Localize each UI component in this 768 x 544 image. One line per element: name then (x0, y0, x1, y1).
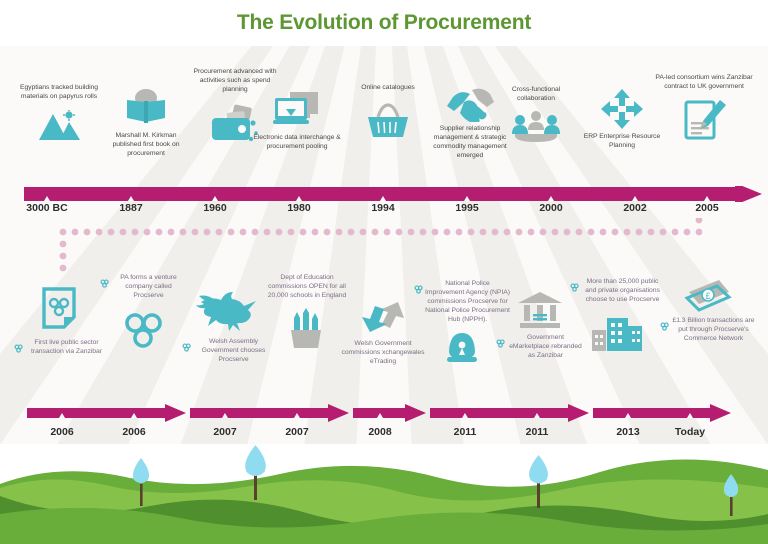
event-1994: Online catalogues (348, 84, 428, 139)
year-top-2: 1960 (203, 202, 227, 214)
page-title: The Evolution of Procurement (236, 11, 532, 34)
police-helmet-icon (414, 331, 510, 367)
event-2011-npia: National Police Improvement Agency (NPIA… (414, 280, 510, 367)
year-bottom-1: 2006 (122, 426, 146, 438)
event-2006-first-transaction: First live public sector transaction via… (14, 286, 108, 358)
team-table-icon (492, 110, 580, 144)
event-3000bc-label: Egyptians tracked building materials on … (19, 84, 99, 100)
event-2005-label: PA-led consortium wins Zanzibar contract… (655, 74, 753, 90)
year-bottom-5: 2011 (453, 426, 477, 438)
year-bottom-3: 2007 (285, 426, 309, 438)
clover-icon (570, 279, 579, 297)
shopping-basket-icon (348, 103, 428, 139)
event-2005: PA-led consortium wins Zanzibar contract… (652, 74, 756, 140)
event-2008-welsh-government: Welsh Government commissions xchangewale… (338, 298, 428, 367)
landscape-illustration (0, 444, 768, 544)
pyramids-icon (10, 109, 108, 146)
city-buildings-icon (570, 312, 664, 352)
bottom-events-row: First live public sector transaction via… (0, 272, 768, 404)
year-top-1: 1887 (119, 202, 143, 214)
event-2013-organisations: More than 25,000 public and private orga… (570, 278, 664, 352)
event-2007-welsh-assembly: Welsh Assembly Government chooses Procse… (182, 288, 274, 365)
event-2011-emarketplace-label: Government eMarketplace rebranded as Zan… (509, 334, 582, 359)
year-bottom-8: Today (674, 426, 706, 438)
event-2007-welsh-assembly-label: Welsh Assembly Government chooses Procse… (201, 338, 266, 363)
welsh-dragon-icon (182, 288, 274, 334)
clover-icon (100, 275, 109, 293)
svg-text:£: £ (705, 291, 710, 301)
event-1980-label: Electronic data interchange & procuremen… (253, 134, 341, 150)
event-2000: Cross-functional collaboration (492, 86, 580, 144)
year-bottom-7: 2013 (616, 426, 640, 438)
event-2000-label: Cross-functional collaboration (511, 86, 561, 102)
shield-clover-icon (14, 286, 108, 334)
event-1960-label: Procurement advanced with activities suc… (193, 68, 277, 93)
event-1994-label: Online catalogues (361, 84, 415, 91)
government-building-icon (496, 290, 584, 330)
banknotes-pound-icon: £ (660, 276, 756, 312)
event-2011-emarketplace: Government eMarketplace rebranded as Zan… (496, 290, 584, 361)
clover-logo-icon (100, 310, 186, 350)
timeline-top: 3000 BC 1887 1960 1980 1994 1995 2000 20… (0, 186, 768, 220)
dotted-connector (59, 218, 703, 272)
event-1980: Electronic data interchange & procuremen… (252, 88, 342, 152)
event-2013-organisations-label: More than 25,000 public and private orga… (585, 278, 660, 303)
clover-icon (182, 339, 191, 357)
header-bar: The Evolution of Procurement (0, 0, 768, 46)
year-bottom-2: 2007 (213, 426, 237, 438)
tree-group (132, 445, 739, 516)
event-2011-npia-label: National Police Improvement Agency (NPIA… (425, 280, 510, 323)
event-1995: Supplier relationship management & strat… (420, 84, 520, 161)
event-2002-label: ERP Enterprise Resource Planning (583, 133, 661, 149)
clover-icon (14, 340, 23, 358)
event-1960: Procurement advanced with activities suc… (188, 68, 282, 145)
year-bottom-6: 2011 (525, 426, 549, 438)
year-top-5: 1995 (455, 202, 479, 214)
handshake-icon (420, 84, 520, 122)
event-1995-label: Supplier relationship management & strat… (433, 125, 507, 159)
wallet-money-icon (188, 103, 282, 145)
event-3000bc: Egyptians tracked building materials on … (10, 84, 108, 146)
year-top-3: 1980 (287, 202, 311, 214)
clover-icon (496, 335, 505, 353)
event-2006-pa-venture-label: PA forms a venture company called Procse… (120, 274, 177, 299)
timeline-bottom: 2006 2006 2007 2007 2008 2011 2011 2013 … (0, 404, 768, 444)
event-2007-dept-education-label: Dept of Education commissions OPEN for a… (267, 274, 347, 299)
year-top-0: 3000 BC (26, 202, 68, 214)
document-pencil-icon (652, 98, 756, 140)
open-book-icon (104, 88, 188, 128)
year-top-7: 2002 (623, 202, 647, 214)
event-2007-dept-education: Dept of Education commissions OPEN for a… (262, 274, 352, 350)
year-top-6: 2000 (539, 202, 563, 214)
event-today-transactions-label: £1.3 Billion transactions are put throug… (672, 317, 755, 342)
pencil-pot-icon (262, 307, 352, 350)
event-1887-label: Marshall M. Kirkman published first book… (112, 132, 180, 157)
clover-icon (660, 318, 669, 336)
computer-download-icon (252, 88, 342, 130)
event-today-transactions: £ £1.3 Billion transactions are put thro… (660, 276, 756, 344)
ray-background (0, 44, 768, 460)
year-bottom-0: 2006 (50, 426, 74, 438)
top-events-row: Egyptians tracked building materials on … (0, 60, 768, 185)
year-bottom-4: 2008 (368, 426, 392, 438)
arrow-exchange-icon (338, 298, 428, 336)
event-2008-welsh-government-label: Welsh Government commissions xchangewale… (341, 340, 425, 365)
year-top-4: 1994 (371, 202, 395, 214)
event-1887: Marshall M. Kirkman published first book… (104, 88, 188, 159)
four-way-arrows-icon (582, 88, 662, 130)
clover-icon (414, 281, 423, 299)
event-2006-pa-venture: PA forms a venture company called Procse… (100, 274, 186, 350)
event-2006-first-transaction-label: First live public sector transaction via… (31, 339, 102, 355)
event-2002: ERP Enterprise Resource Planning (582, 88, 662, 151)
year-top-8: 2005 (695, 202, 719, 214)
